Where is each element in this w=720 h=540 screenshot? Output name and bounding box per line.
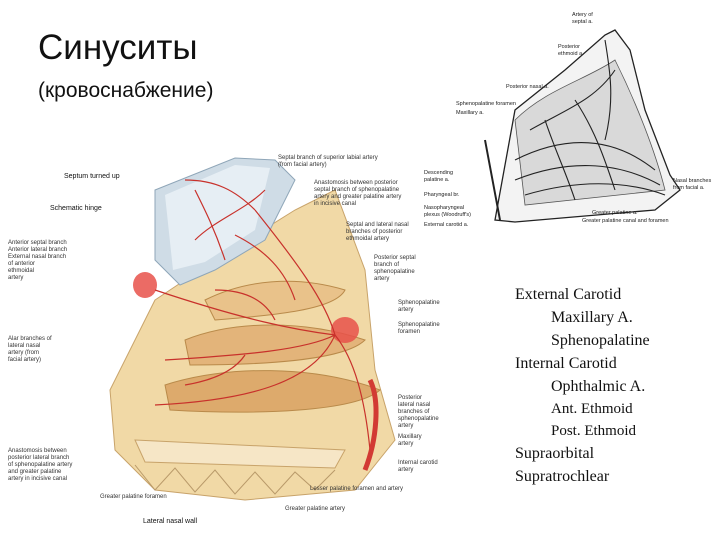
label-schematic-hinge: Schematic hinge	[50, 205, 102, 212]
page-title: Синуситы	[38, 28, 198, 67]
legend-item: Ophthalmic A.	[551, 378, 646, 395]
legend-item: Maxillary A.	[551, 309, 633, 326]
label-alar-branches: Alar branches of lateral nasal artery (f…	[8, 336, 52, 363]
label-septal-lateral-nasal: Septal and lateral nasal branches of pos…	[346, 222, 409, 242]
label-greater-palatine-foramen: Greater palatine foramen	[100, 494, 167, 500]
label-lateral-nasal-wall: Lateral nasal wall	[143, 518, 198, 525]
label-greater-palatine-canal: Greater palatine canal and foramen	[582, 218, 669, 224]
nasal-anatomy-illustration	[95, 150, 405, 510]
label-greater-palatine-artery: Greater palatine artery	[285, 506, 346, 512]
artery-network	[154, 179, 371, 451]
label-anterior-septal-branch: Anterior septal branch Anterior lateral …	[8, 240, 68, 281]
teeth-row	[134, 464, 336, 495]
nasal-vascular-schematic	[455, 10, 705, 235]
internal-carotid-vessel	[362, 378, 379, 471]
schematic-vessels	[514, 39, 666, 201]
nasal-schematic-drawing	[484, 29, 681, 223]
label-sphenopalatine-foramen-right: Sphenopalatine foramen	[456, 101, 516, 107]
nasal-anatomy-drawing	[109, 157, 396, 501]
label-descending-palatine: Descending palatine a.	[424, 170, 454, 183]
label-maxillary-artery: Maxillary artery	[398, 434, 422, 447]
turbinate-lower	[164, 370, 381, 413]
label-posterior-nasal: Posterior nasal a.	[506, 84, 549, 90]
hard-palate	[134, 439, 346, 469]
label-posterior-lateral-nasal: Posterior lateral nasal branches of sphe…	[398, 395, 439, 429]
label-nasopharyngeal: Nasopharyngeal plexus (Woodruff's)	[424, 205, 472, 218]
label-artery-septal: Artery of septal a.	[572, 12, 593, 25]
label-nasal-branches: Nasal branches from facial a.	[673, 178, 712, 191]
label-anastomosis-posterior-septal: Anastomosis between posterior septal bra…	[314, 180, 402, 207]
label-posterior-ethmoid: Posterior ethmoid a.	[558, 44, 584, 57]
label-lesser-palatine: Lesser palatine foramen and artery	[310, 486, 404, 492]
page-subtitle: (кровоснабжение)	[38, 79, 214, 102]
label-anastomosis-lateral-nasal: Anastomosis between posterior lateral br…	[8, 448, 73, 482]
label-posterior-septal-branch: Posterior septal branch of sphenopalatin…	[374, 255, 416, 282]
legend-item: Supraorbital	[515, 445, 595, 462]
legend-item: Post. Ethmoid	[551, 423, 637, 439]
label-pharyngeal: Pharyngeal br.	[424, 192, 460, 198]
turbinate-upper	[204, 280, 346, 321]
kiesselbach-area	[133, 272, 157, 298]
label-sphenopalatine-artery: Sphenopalatine artery	[398, 300, 440, 313]
label-maxillary-right: Maxillary a.	[456, 110, 484, 116]
label-internal-carotid: Internal carotid artery	[398, 460, 438, 473]
schematic-carotid	[484, 139, 501, 221]
label-sphenopalatine-foramen: Sphenopalatine foramen	[398, 322, 440, 335]
sphenopalatine-area	[331, 317, 359, 343]
legend-item: Sphenopalatine	[551, 332, 650, 349]
label-external-carotid: External carotid a.	[424, 222, 469, 228]
label-septum-turned-up: Septum turned up	[64, 173, 120, 180]
legend-item: Supratrochlear	[515, 468, 610, 485]
schematic-vessel-bed	[514, 59, 666, 206]
label-greater-palatine-right: Greater palatine a.	[592, 210, 638, 216]
septum-flap-inner	[165, 165, 270, 270]
legend-item: Ant. Ethmoid	[551, 401, 633, 417]
legend-item: Internal Carotid	[515, 355, 617, 372]
legend-item: External Carotid	[515, 286, 622, 303]
label-septal-branch-superior-labial: Septal branch of superior labial artery …	[278, 155, 378, 168]
